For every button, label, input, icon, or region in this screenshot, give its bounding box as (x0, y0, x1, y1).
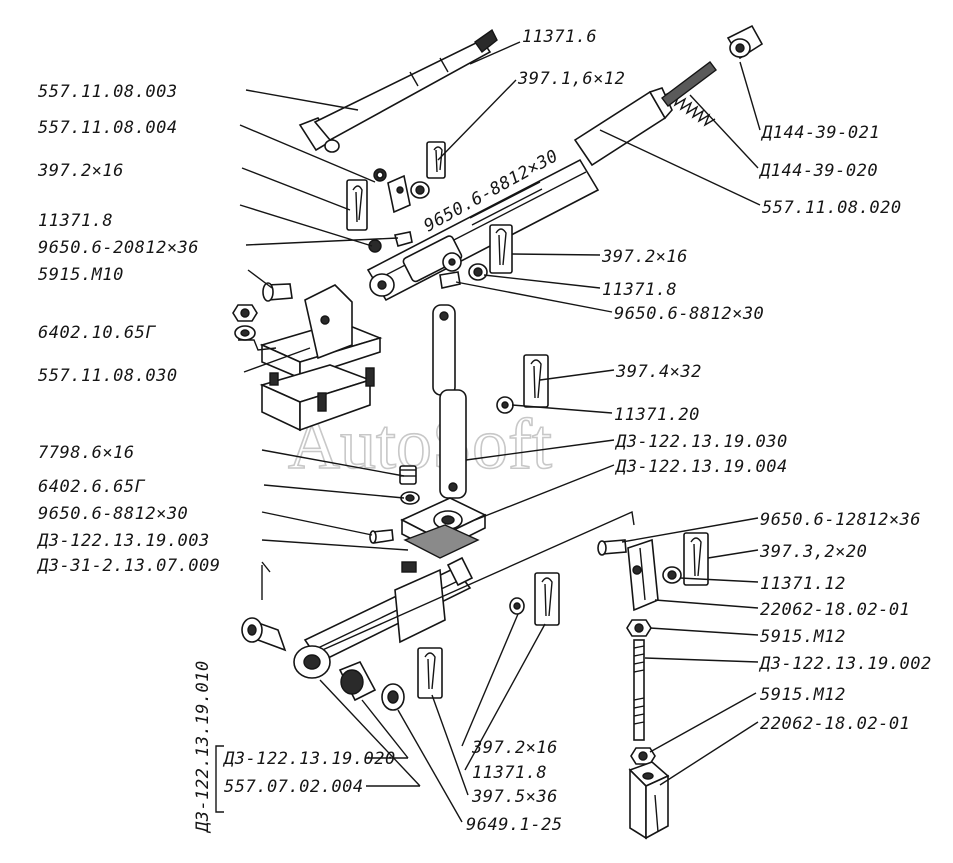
label-D144-39-021: Д144-39-021 (760, 123, 880, 143)
label-D3-31-2-13-07-009: Д3-31-2.13.07.009 (36, 556, 221, 576)
label-11371-8-b: 11371.8 (602, 280, 677, 300)
label-D3-122-13-19-010: Д3-122.13.19.010 (193, 660, 213, 834)
label-9650-6-8812x30-c: 9650.6-8812×30 (614, 304, 764, 324)
label-D144-39-020: Д144-39-020 (758, 161, 878, 181)
label-11371-6: 11371.6 (522, 27, 597, 47)
label-557-07-02-004: 557.07.02.004 (224, 777, 364, 797)
label-9650-6-12812x36: 9650.6-12812×36 (760, 510, 921, 530)
label-7798-6x16: 7798.6×16 (38, 443, 135, 463)
label-11371-8-c: 11371.8 (472, 763, 547, 783)
bolt-nut-left (232, 282, 293, 341)
label-11371-12: 11371.12 (760, 574, 846, 594)
label-557-11-08-020: 557.11.08.020 (762, 198, 902, 218)
label-11371-8-a: 11371.8 (38, 211, 113, 231)
part-labels: 557.11.08.003 557.11.08.004 397.2×16 113… (36, 27, 932, 835)
label-6402-6-65G: 6402.6.65Г (38, 477, 146, 497)
small-parts-top (346, 141, 446, 253)
label-397-1-6x12: 397.1,6×12 (517, 69, 625, 89)
label-397-2x16-a: 397.2×16 (37, 161, 124, 181)
label-397-5x36: 397.5×36 (471, 787, 558, 807)
vertical-links (432, 304, 467, 499)
label-397-2x16-c: 397.2×16 (471, 738, 558, 758)
label-557-11-08-030: 557.11.08.030 (38, 366, 178, 386)
label-9650-6-8812x30-a: 9650.6-8812×30 (38, 504, 188, 524)
lower-arm (299, 510, 635, 664)
label-D3-122-13-19-003: Д3-122.13.19.003 (36, 531, 210, 551)
label-D3-122-13-19-002: Д3-122.13.19.002 (758, 654, 932, 674)
lower-bushings (241, 617, 405, 711)
lower-fasteners (417, 572, 560, 699)
label-22062-18-02-01-a: 22062-18.02-01 (760, 600, 910, 620)
label-9649-1-25: 9649.1-25 (466, 815, 563, 835)
label-D3-122-13-19-020: Д3-122.13.19.020 (222, 749, 396, 769)
upper-arm-fasteners (439, 224, 513, 289)
label-5915-M12-a: 5915.M12 (760, 627, 846, 647)
spring-and-cap (661, 24, 764, 127)
label-397-3-2x20: 397.3,2×20 (759, 542, 867, 562)
label-5915-M10: 5915.M10 (38, 265, 124, 285)
label-22062-18-02-01-b: 22062-18.02-01 (760, 714, 910, 734)
label-6402-10-65G: 6402.10.65Г (38, 323, 156, 343)
right-fork-rod (597, 532, 709, 840)
label-9650-6-20812x36: 9650.6-20812×36 (38, 238, 199, 258)
label-557-11-08-004: 557.11.08.004 (38, 118, 178, 138)
label-397-2x16-b: 397.2×16 (601, 247, 688, 267)
leader-lines (215, 41, 761, 823)
label-5915-M12-b: 5915.M12 (760, 685, 846, 705)
label-D3-122-13-19-030: Д3-122.13.19.030 (614, 432, 788, 452)
label-11371-20: 11371.20 (614, 405, 700, 425)
upper-arm (366, 87, 673, 302)
parts-drawing (232, 24, 764, 840)
lower-left-stack (369, 465, 420, 544)
label-397-4x32: 397.4×32 (615, 362, 702, 382)
bracket-plate (259, 284, 383, 432)
label-D3-122-13-19-004: Д3-122.13.19.004 (614, 457, 788, 477)
mid-fasteners (496, 354, 549, 414)
lever-rod-upper (298, 28, 498, 153)
label-557-11-08-003: 557.11.08.003 (38, 82, 178, 102)
pivot-block (400, 497, 487, 573)
